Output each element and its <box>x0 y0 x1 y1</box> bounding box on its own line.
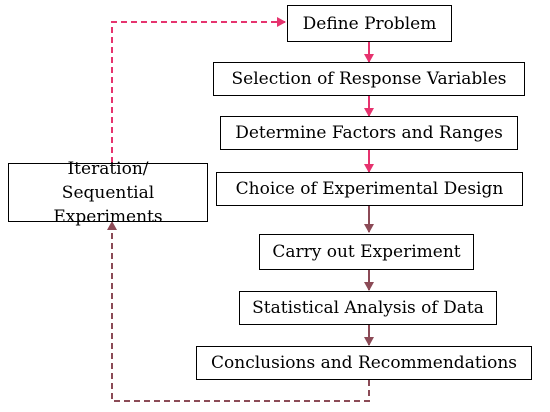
step-selection-of-response-variables: Selection of Response Variables <box>213 62 525 96</box>
step-determine-factors-and-ranges: Determine Factors and Ranges <box>220 116 518 150</box>
feedback-iteration-to-define <box>111 17 286 163</box>
step-define-problem: Define Problem <box>287 5 452 42</box>
step-statistical-analysis-of-data: Statistical Analysis of Data <box>239 291 497 325</box>
step-conclusions-and-recommendations: Conclusions and Recommendations <box>196 346 532 380</box>
feedback-conclusions-to-iteration <box>107 221 370 402</box>
step-choice-of-experimental-design: Choice of Experimental Design <box>216 172 523 206</box>
iteration-sequential-experiments-box: Iteration/ Sequential Experiments <box>8 159 208 227</box>
step-carry-out-experiment: Carry out Experiment <box>259 234 474 270</box>
